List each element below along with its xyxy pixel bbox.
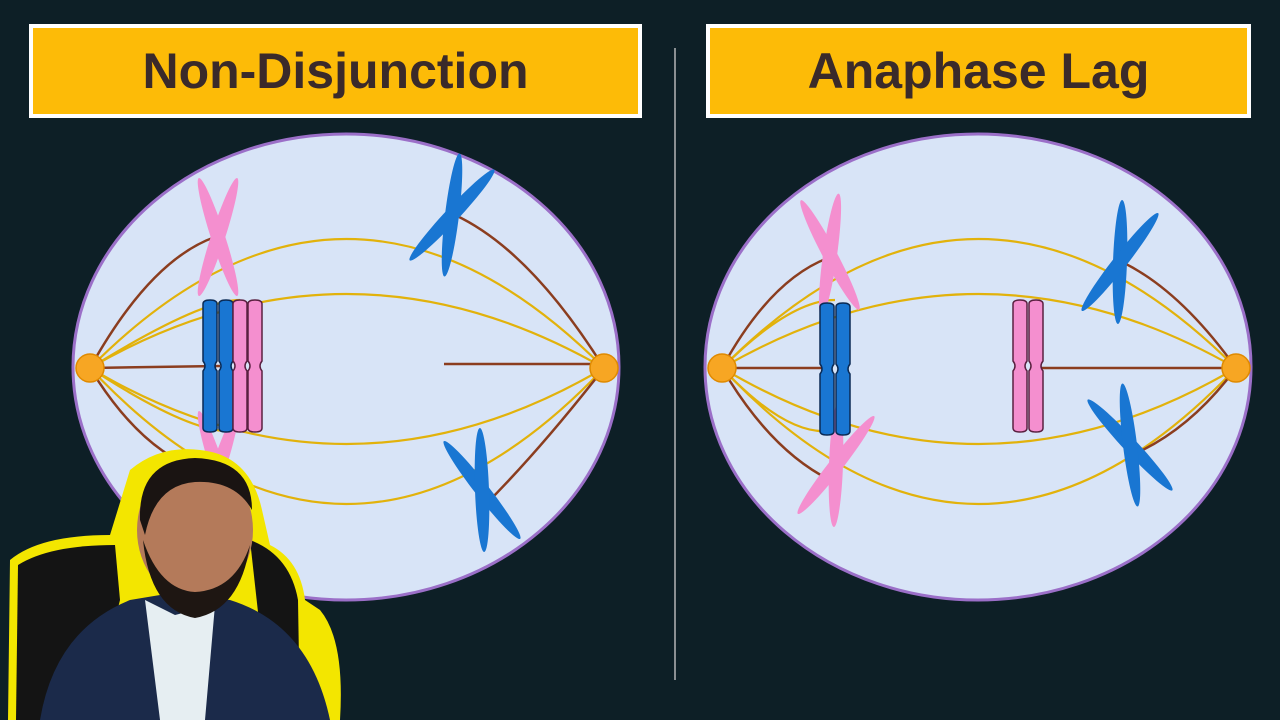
right-cell	[703, 132, 1253, 602]
presenter-head	[137, 460, 253, 600]
presenter-shirt	[145, 600, 215, 720]
left-centrosome-right	[589, 353, 619, 383]
left-centrosome-left	[75, 353, 105, 383]
panel-divider	[674, 48, 676, 680]
presenter-beard	[143, 540, 250, 618]
presenter-hair	[139, 458, 252, 535]
right-kinetochore-fibers	[720, 256, 1238, 482]
presenter-overlay	[8, 449, 341, 720]
anaphase-lag-title-text: Anaphase Lag	[807, 43, 1150, 99]
right-centrosome-right	[1221, 353, 1251, 383]
anaphase-lag-title: Anaphase Lag	[706, 24, 1251, 118]
non-disjunction-title: Non-Disjunction	[29, 24, 642, 118]
right-centrosome-left	[707, 353, 737, 383]
non-disjunction-title-text: Non-Disjunction	[142, 43, 529, 99]
